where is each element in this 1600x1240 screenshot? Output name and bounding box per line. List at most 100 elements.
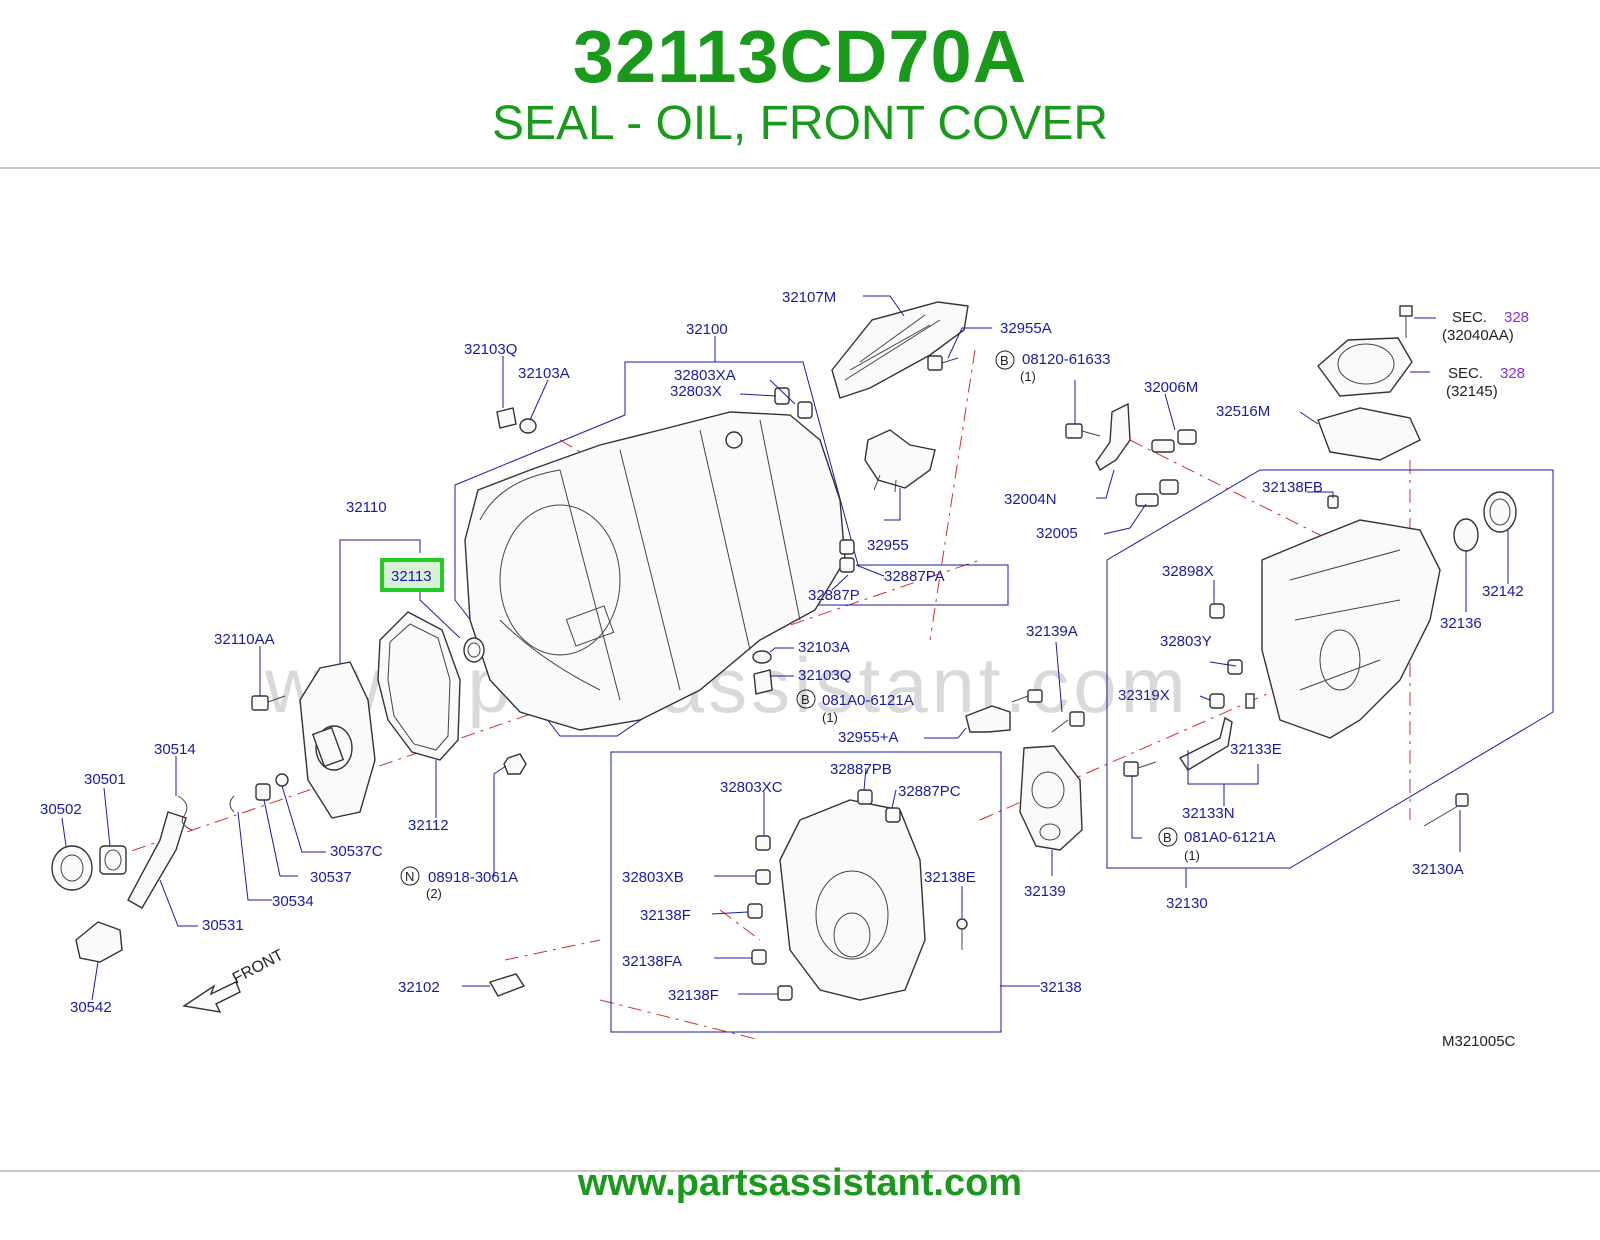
- label-32803Y[interactable]: 32803Y: [1160, 633, 1212, 650]
- bushings-32803X: [774, 387, 813, 419]
- footer-url-link[interactable]: www.partsassistant.com: [577, 1162, 1023, 1204]
- switch-32005: [1135, 479, 1179, 507]
- label-30531[interactable]: 30531: [202, 917, 244, 934]
- header-divider: [0, 167, 1600, 169]
- label-32803XA[interactable]: 32803XA: [674, 367, 736, 384]
- label-30537C[interactable]: 30537C: [330, 843, 383, 860]
- circle-n-icon: N: [405, 869, 414, 884]
- part-30537-pivot: [255, 773, 289, 801]
- label-081A0-right-qty: (1): [1184, 848, 1200, 863]
- bolt-081A0-right: [1123, 761, 1157, 777]
- footer-divider: [0, 1170, 1600, 1172]
- label-30501[interactable]: 30501: [84, 771, 126, 788]
- label-32102[interactable]: 32102: [398, 979, 440, 996]
- part-description: SEAL - OIL, FRONT COVER: [491, 97, 1109, 150]
- label-081A0-6121A-right[interactable]: 081A0-6121A: [1184, 829, 1276, 846]
- label-30514[interactable]: 30514: [154, 741, 196, 758]
- label-sec-1-part: (32040AA): [1442, 327, 1514, 344]
- label-32133N[interactable]: 32133N: [1182, 805, 1235, 822]
- label-32103A-mid[interactable]: 32103A: [798, 639, 850, 656]
- label-32803X[interactable]: 32803X: [670, 383, 722, 400]
- label-32112[interactable]: 32112: [408, 817, 449, 834]
- label-32103Q[interactable]: 32103Q: [464, 341, 517, 358]
- label-32110AA[interactable]: 32110AA: [214, 631, 275, 648]
- label-30534[interactable]: 30534: [272, 893, 314, 910]
- label-30537[interactable]: 30537: [310, 869, 352, 886]
- label-32142[interactable]: 32142: [1482, 583, 1524, 600]
- bushings-32887P: [839, 539, 855, 573]
- circle-b-icon: B: [801, 692, 810, 707]
- label-32107M[interactable]: 32107M: [782, 289, 836, 306]
- group-outlines: [339, 361, 1554, 1033]
- label-32319X[interactable]: 32319X: [1118, 687, 1170, 704]
- label-sec-2-number[interactable]: 328: [1500, 365, 1525, 382]
- label-sec-2: SEC.: [1448, 365, 1483, 382]
- part-30542-boot: [75, 921, 123, 963]
- label-32138F-b[interactable]: 32138F: [668, 987, 719, 1004]
- circle-b-icon: B: [1163, 830, 1172, 845]
- label-32139A[interactable]: 32139A: [1026, 623, 1078, 640]
- label-32004N[interactable]: 32004N: [1004, 491, 1057, 508]
- label-32139[interactable]: 32139: [1024, 883, 1066, 900]
- label-32130A[interactable]: 32130A: [1412, 861, 1464, 878]
- label-32005[interactable]: 32005: [1036, 525, 1078, 542]
- label-30502[interactable]: 30502: [40, 801, 82, 818]
- label-081A0-mid-qty: (1): [822, 710, 838, 725]
- label-32103A[interactable]: 32103A: [518, 365, 570, 382]
- label-32138F-a[interactable]: 32138F: [640, 907, 691, 924]
- bushings-32898X-32803Y-32319X: [1209, 603, 1243, 709]
- label-081A0-6121A-mid[interactable]: 081A0-6121A: [822, 692, 914, 709]
- diagram-code: M321005C: [1442, 1033, 1516, 1050]
- label-32006M[interactable]: 32006M: [1144, 379, 1198, 396]
- bolt-32139A: [1051, 711, 1085, 733]
- part-32110-front-cover: [299, 661, 376, 819]
- part-labels: 32107M 32955A 32100 32103Q 32103A 32803X…: [40, 289, 1529, 1016]
- label-32887PC[interactable]: 32887PC: [898, 783, 961, 800]
- label-32133E[interactable]: 32133E: [1230, 741, 1282, 758]
- nut-08918-3061A: [503, 753, 527, 775]
- label-32100[interactable]: 32100: [686, 321, 728, 338]
- highlight-box-32113[interactable]: [380, 558, 444, 592]
- label-32103Q-mid[interactable]: 32103Q: [798, 667, 851, 684]
- label-32955[interactable]: 32955: [867, 537, 909, 554]
- label-08918-3061A[interactable]: 08918-3061A: [428, 869, 518, 886]
- label-32113[interactable]: 32113: [391, 568, 432, 585]
- label-sec-1-number[interactable]: 328: [1504, 309, 1529, 326]
- label-32803XB[interactable]: 32803XB: [622, 869, 684, 886]
- part-30534-clip: [229, 795, 235, 813]
- circle-b-icon: B: [1000, 353, 1009, 368]
- label-32887PB[interactable]: 32887PB: [830, 761, 892, 778]
- bushings-32138-group: [747, 789, 901, 1001]
- part-32102: [488, 973, 526, 997]
- part-32130-extension-housing: [1261, 519, 1441, 739]
- oil-seal-32113: [463, 637, 485, 663]
- label-32138[interactable]: 32138: [1040, 979, 1082, 996]
- label-32955A[interactable]: 32955A: [1000, 320, 1052, 337]
- part-30502-bearing: [51, 845, 93, 891]
- leader-lines: [61, 295, 1509, 1001]
- label-30542[interactable]: 30542: [70, 999, 112, 1016]
- label-32136[interactable]: 32136: [1440, 615, 1482, 632]
- label-32887PA[interactable]: 32887PA: [884, 568, 945, 585]
- part-sec328-cover: [1317, 305, 1413, 397]
- label-32898X[interactable]: 32898X: [1162, 563, 1214, 580]
- label-32138FB[interactable]: 32138FB: [1262, 479, 1323, 496]
- label-32803XC[interactable]: 32803XC: [720, 779, 783, 796]
- label-32887P[interactable]: 32887P: [808, 587, 860, 604]
- label-32138FA[interactable]: 32138FA: [622, 953, 682, 970]
- pin-32138E: [956, 918, 968, 950]
- gasket-32112: [377, 611, 461, 761]
- label-32110[interactable]: 32110: [346, 499, 387, 516]
- label-32138E[interactable]: 32138E: [924, 869, 976, 886]
- label-32516M[interactable]: 32516M: [1216, 403, 1270, 420]
- part-30501-sleeve: [99, 845, 127, 875]
- label-08120-61633[interactable]: 08120-61633: [1022, 351, 1110, 368]
- part-number-title: 32113CD70A: [572, 15, 1028, 98]
- label-08918-qty: (2): [426, 886, 442, 901]
- label-32955-plus-A[interactable]: 32955+A: [838, 729, 898, 746]
- gasket-32516M: [1317, 407, 1421, 461]
- part-32955A-bracket: [965, 689, 1043, 733]
- plug-32103Q-top: [496, 407, 537, 434]
- label-32130[interactable]: 32130: [1166, 895, 1208, 912]
